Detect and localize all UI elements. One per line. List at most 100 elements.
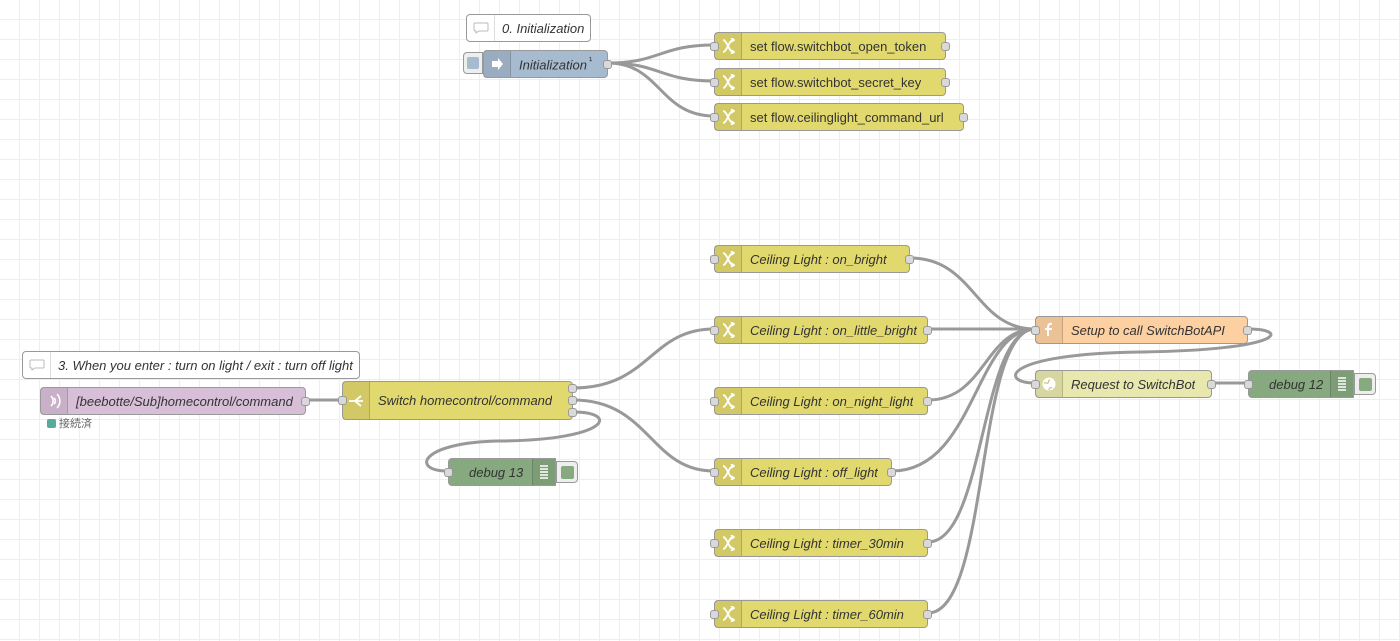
- speech-bubble-icon: [467, 15, 495, 41]
- wire: [909, 256, 1036, 331]
- change-node-on-bright[interactable]: Ceiling Light : on_bright: [710, 245, 914, 273]
- inject-button-square: [467, 57, 479, 69]
- wire: [927, 327, 1036, 544]
- function-node[interactable]: Setup to call SwitchBotAPI: [1031, 316, 1252, 344]
- input-port[interactable]: [710, 78, 719, 87]
- debug-label: debug 13: [469, 464, 524, 480]
- input-port[interactable]: [710, 539, 719, 548]
- shuffle-icon: [715, 104, 742, 130]
- wire: [927, 327, 1036, 402]
- output-port[interactable]: [603, 60, 612, 69]
- input-port[interactable]: [1031, 326, 1040, 335]
- change-label: Ceiling Light : timer_60min: [750, 606, 904, 622]
- switch-label: Switch homecontrol/command: [378, 393, 553, 408]
- status-text: 接続済: [59, 418, 92, 430]
- input-port[interactable]: [710, 113, 719, 122]
- output-port-3[interactable]: [568, 408, 577, 417]
- http-request-node[interactable]: Request to SwitchBot: [1031, 370, 1216, 398]
- shuffle-icon: [715, 69, 742, 95]
- change-label: set flow.switchbot_open_token: [750, 38, 927, 54]
- status-dot: [47, 418, 56, 428]
- change-node-timer-30min[interactable]: Ceiling Light : timer_30min: [710, 529, 932, 557]
- inject-trigger-button[interactable]: [463, 52, 483, 74]
- mqtt-status: 接続済: [47, 415, 92, 431]
- change-label: Ceiling Light : on_bright: [750, 251, 887, 267]
- debug-node-13[interactable]: debug 13: [444, 458, 556, 486]
- output-port-2[interactable]: [568, 396, 577, 405]
- output-port[interactable]: [301, 397, 310, 406]
- debug-toggle-square: [1358, 377, 1372, 391]
- output-port[interactable]: [1207, 380, 1216, 389]
- debug-toggle-square: [560, 465, 574, 479]
- input-port[interactable]: [710, 610, 719, 619]
- shuffle-icon: [715, 601, 742, 627]
- output-port[interactable]: [923, 397, 932, 406]
- shuffle-icon: [715, 246, 742, 272]
- change-label: Ceiling Light : off_light: [750, 464, 878, 480]
- shuffle-icon: [715, 33, 742, 59]
- change-node-timer-60min[interactable]: Ceiling Light : timer_60min: [710, 600, 932, 628]
- change-label: set flow.ceilinglight_command_url: [750, 109, 944, 125]
- input-port[interactable]: [710, 468, 719, 477]
- change-node-open-token[interactable]: set flow.switchbot_open_token: [710, 32, 950, 60]
- change-label: Ceiling Light : on_night_light: [750, 393, 914, 409]
- output-port[interactable]: [959, 113, 968, 122]
- wire: [572, 327, 715, 390]
- shuffle-icon: [715, 459, 742, 485]
- change-node-on-little-bright[interactable]: Ceiling Light : on_little_bright: [710, 316, 932, 344]
- comment-label: 3. When you enter : turn on light / exit…: [58, 357, 353, 373]
- change-node-off-light[interactable]: Ceiling Light : off_light: [710, 458, 896, 486]
- wire: [572, 398, 715, 473]
- change-label: Ceiling Light : on_little_bright: [750, 322, 917, 338]
- debug-13-toggle-button[interactable]: [556, 461, 578, 483]
- output-port[interactable]: [923, 539, 932, 548]
- input-port[interactable]: [710, 326, 719, 335]
- mqtt-label: [beebotte/Sub]homecontrol/command: [76, 393, 293, 409]
- switch-node[interactable]: Switch homecontrol/command: [338, 381, 577, 420]
- change-node-command-url[interactable]: set flow.ceilinglight_command_url: [710, 103, 968, 131]
- output-port[interactable]: [923, 610, 932, 619]
- list-icon: [1330, 371, 1353, 397]
- http-label: Request to SwitchBot: [1071, 376, 1196, 392]
- input-port[interactable]: [710, 255, 719, 264]
- output-port[interactable]: [887, 468, 896, 477]
- input-port[interactable]: [338, 396, 347, 405]
- comment-label: 0. Initialization: [502, 20, 585, 36]
- input-port[interactable]: [1031, 380, 1040, 389]
- debug-12-toggle-button[interactable]: [1354, 373, 1376, 395]
- function-icon: [1036, 317, 1063, 343]
- output-port[interactable]: [941, 78, 950, 87]
- list-icon: [532, 459, 555, 485]
- output-port[interactable]: [905, 255, 914, 264]
- output-port[interactable]: [941, 42, 950, 51]
- output-port[interactable]: [923, 326, 932, 335]
- shuffle-icon: [715, 388, 742, 414]
- comment-initialization[interactable]: 0. Initialization: [466, 14, 591, 42]
- wire: [425, 410, 602, 473]
- shuffle-icon: [715, 530, 742, 556]
- wire: [927, 327, 1036, 615]
- debug-node-12[interactable]: debug 12: [1244, 370, 1354, 398]
- debug-label: debug 12: [1269, 376, 1324, 392]
- output-port[interactable]: [1243, 326, 1252, 335]
- change-node-on-night-light[interactable]: Ceiling Light : on_night_light: [710, 387, 932, 415]
- shuffle-icon: [715, 317, 742, 343]
- wire: [891, 327, 1036, 473]
- comment-enter-exit[interactable]: 3. When you enter : turn on light / exit…: [22, 351, 360, 379]
- switch-icon: [343, 382, 370, 419]
- wire: [1014, 327, 1273, 385]
- output-port-1[interactable]: [568, 384, 577, 393]
- mqtt-in-node[interactable]: [beebotte/Sub]homecontrol/command: [40, 387, 310, 415]
- input-port[interactable]: [710, 397, 719, 406]
- speech-bubble-icon: [23, 352, 51, 378]
- input-port[interactable]: [710, 42, 719, 51]
- input-port[interactable]: [444, 468, 453, 477]
- bridge-icon: [41, 388, 68, 414]
- input-port[interactable]: [1244, 380, 1253, 389]
- wire: [607, 61, 715, 118]
- change-node-secret-key[interactable]: set flow.switchbot_secret_key: [710, 68, 950, 96]
